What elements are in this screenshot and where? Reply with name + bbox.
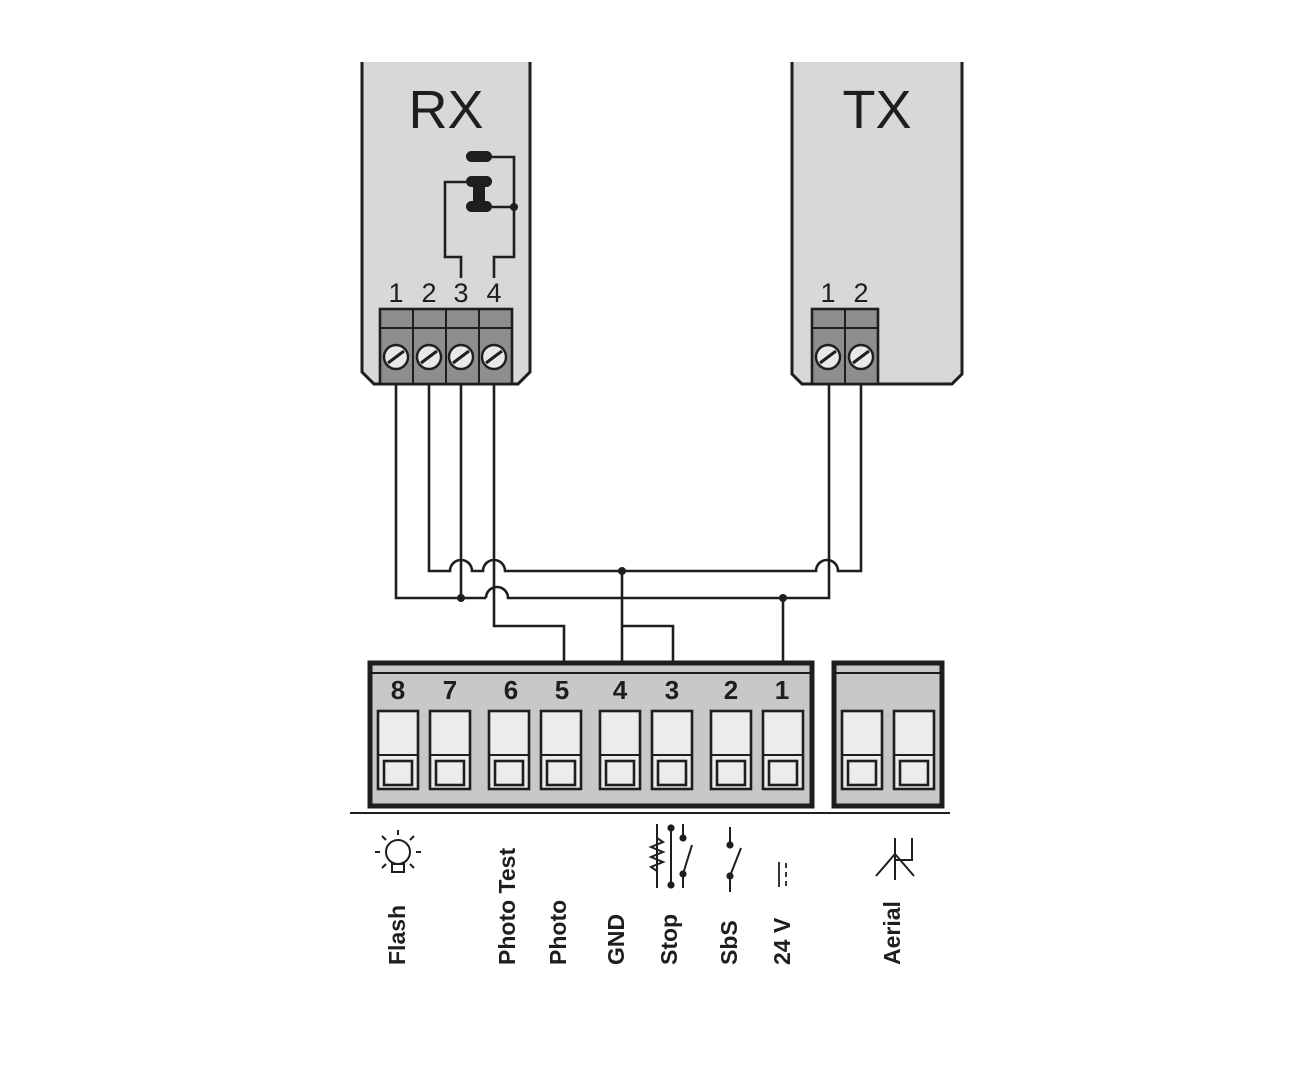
screw-icon — [847, 343, 875, 371]
terminal-slot — [840, 709, 884, 791]
control-terminal-number: 7 — [443, 675, 457, 705]
label-photo-test: Photo Test — [494, 848, 520, 965]
dc-symbol-icon — [778, 862, 787, 887]
rx-jumper — [443, 151, 518, 278]
terminal-slot — [598, 709, 642, 791]
function-labels: Flash Photo Test Photo GND Stop SbS 24 V… — [384, 848, 905, 965]
rx-terminal-number: 4 — [486, 278, 501, 308]
no-contact-icon — [726, 827, 742, 892]
label-24v: 24 V — [769, 917, 795, 965]
label-photo: Photo — [545, 900, 571, 965]
tx-terminal-number: 1 — [820, 278, 835, 308]
aerial-terminal-block — [831, 660, 945, 809]
terminal-slot — [761, 709, 805, 791]
control-terminal-number: 4 — [613, 675, 628, 705]
lamp-icon — [375, 830, 421, 873]
label-gnd: GND — [603, 914, 629, 965]
terminal-slot — [428, 709, 472, 791]
terminal-slot — [539, 709, 583, 791]
control-board-terminal-strip: 8 7 6 5 4 3 2 1 — [367, 660, 815, 809]
control-terminal-number: 1 — [775, 675, 789, 705]
control-terminal-number: 2 — [724, 675, 738, 705]
label-flash: Flash — [384, 905, 410, 965]
tx-terminal-block — [810, 307, 880, 386]
screw-icon — [415, 343, 443, 371]
label-stop: Stop — [656, 914, 682, 965]
screw-icon — [382, 343, 410, 371]
screw-icon — [814, 343, 842, 371]
rx-terminal-number: 1 — [388, 278, 403, 308]
terminal-slot — [376, 709, 420, 791]
rx-title: RX — [408, 80, 483, 140]
nc-contact-icon — [648, 824, 693, 889]
rx-terminal-block — [378, 307, 514, 386]
rx-photocell: RX 1 2 3 4 — [360, 62, 532, 386]
antenna-icon — [875, 838, 915, 880]
terminal-slot — [709, 709, 753, 791]
control-terminal-number: 8 — [391, 675, 405, 705]
control-terminal-number: 6 — [504, 675, 518, 705]
terminal-slot — [892, 709, 936, 791]
screw-icon — [480, 343, 508, 371]
terminal-slot — [650, 709, 694, 791]
control-terminal-number: 3 — [665, 675, 679, 705]
wire-24v-bus — [484, 384, 831, 600]
screw-icon — [447, 343, 475, 371]
label-aerial: Aerial — [879, 901, 905, 965]
wire-stop-link — [622, 624, 675, 662]
wiring — [394, 384, 863, 662]
label-sbs: SbS — [716, 920, 742, 965]
rx-terminal-number: 2 — [421, 278, 436, 308]
tx-title: TX — [842, 80, 911, 140]
wire-rx4 — [492, 384, 566, 662]
wire-rx1 — [394, 384, 486, 600]
tx-photocell: TX 1 2 — [790, 62, 964, 386]
rx-terminal-number: 3 — [453, 278, 468, 308]
terminal-slot — [487, 709, 531, 791]
control-terminal-number: 5 — [555, 675, 569, 705]
tx-terminal-number: 2 — [853, 278, 868, 308]
